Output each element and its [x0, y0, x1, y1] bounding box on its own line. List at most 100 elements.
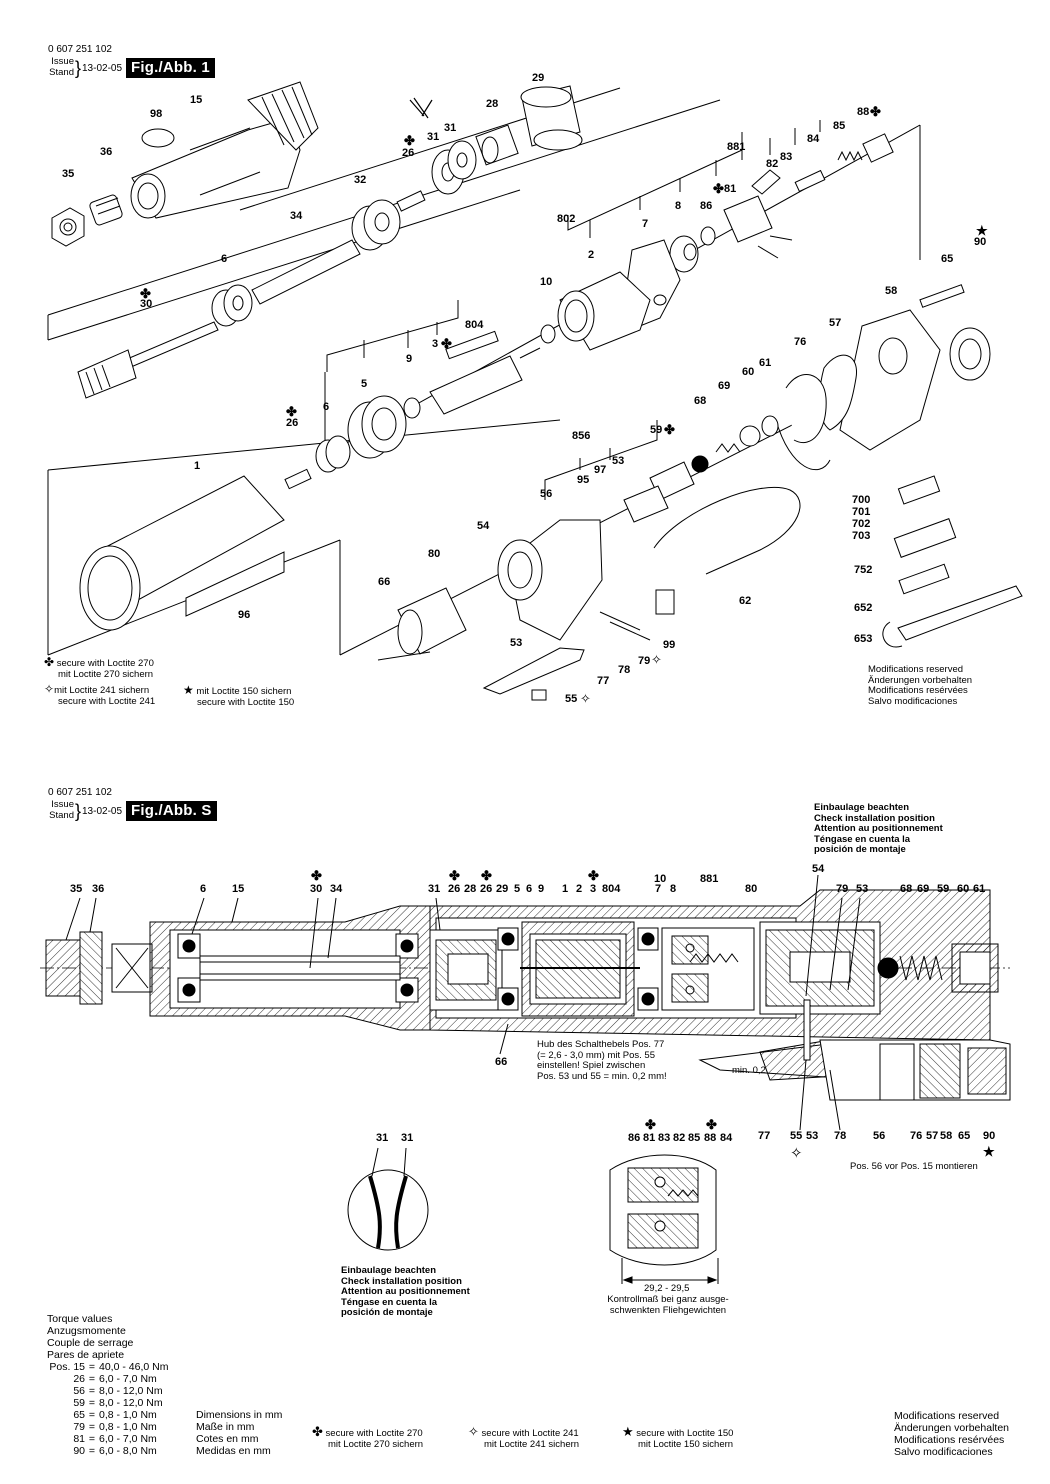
- clover-icon: ✤: [870, 104, 881, 119]
- issue-label-2: Stand: [49, 66, 74, 78]
- sec-callout: 15: [232, 883, 245, 895]
- torque-row: 26=6,0 - 7,0 Nm: [47, 1373, 197, 1385]
- torque-val: 6,0 - 7,0 Nm: [99, 1373, 157, 1385]
- detail-31-b: 31: [401, 1132, 414, 1144]
- dimensions-note: Dimensions in mm Maße in mm Cotes en mm …: [196, 1409, 282, 1457]
- callout-31a: 31: [427, 131, 440, 143]
- callout-6b: 6: [323, 401, 330, 413]
- sec-callout: 61: [973, 883, 986, 895]
- sec-callout: 80: [745, 883, 758, 895]
- sec-callout: 35: [70, 883, 83, 895]
- callout-9: 9: [406, 353, 413, 365]
- gov-note-line: Kontrollmaß bei ganz ausge-: [607, 1294, 729, 1305]
- clover-icon: ✤: [312, 1424, 323, 1439]
- callout-78: 78: [618, 664, 631, 676]
- mod-fr: Modifications resérvées: [894, 1434, 1005, 1446]
- callout-653: 653: [854, 633, 873, 645]
- callout-31b: 31: [444, 122, 457, 134]
- gov-callout-88: 88: [704, 1132, 717, 1144]
- legend-bottom-241: ✧ secure with Loctite 241 mit Loctite 24…: [468, 1425, 580, 1450]
- gov-callout-84: 84: [720, 1132, 733, 1144]
- exploded-view-drawing: [47, 81, 1023, 701]
- part-number-top: 0 607 251 102: [48, 44, 112, 55]
- callout-82: 82: [766, 158, 779, 170]
- callout-84: 84: [807, 133, 820, 145]
- sec-callout: 79: [836, 883, 849, 895]
- callout-29: 29: [532, 72, 545, 84]
- loctite-241-de: mit Loctite 241 sichern: [484, 1438, 580, 1450]
- adjust-line: Pos. 53 und 55 = min. 0,2 mm!: [537, 1070, 667, 1082]
- callout-58: 58: [885, 285, 898, 297]
- mod-de: Änderungen vorbehalten: [868, 674, 973, 686]
- issue-label-2: Stand: [49, 809, 74, 821]
- callout-5: 5: [361, 378, 368, 390]
- sec-callout: 68: [900, 883, 913, 895]
- figure-label-top: Fig./Abb. 1: [126, 58, 215, 78]
- callout-2: 2: [588, 249, 595, 261]
- mod-fr: Modifications resérvées: [868, 685, 968, 696]
- adjustment-note: Hub des Schalthebels Pos. 77 (= 2,6 - 3,…: [537, 1039, 667, 1082]
- torque-pos: 26: [73, 1373, 85, 1385]
- gov-callout-82: 82: [673, 1132, 686, 1144]
- sec-callout-bottom: 55: [790, 1130, 803, 1142]
- sec-callout-bottom: 76: [910, 1130, 923, 1142]
- sec-callout-bottom: 53: [806, 1130, 819, 1142]
- install-line: Check installation position: [814, 812, 935, 824]
- callout-26b: 26: [286, 417, 299, 429]
- clover-icon: ✤: [481, 868, 492, 883]
- sec-callout-bottom: 65: [958, 1130, 971, 1142]
- clover-icon: ✤: [286, 404, 297, 419]
- callout-85: 85: [833, 120, 846, 132]
- governor-dimension: 29,2 - 29,5: [644, 1283, 690, 1294]
- gov-callout-83: 83: [658, 1132, 671, 1144]
- callout-32: 32: [354, 174, 367, 186]
- adjust-line: einstellen! Spiel zwischen: [537, 1060, 646, 1071]
- torque-val: 8,0 - 12,0 Nm: [99, 1385, 163, 1397]
- callout-752: 752: [854, 564, 873, 576]
- loctite-150-en: secure with Loctite 150: [636, 1428, 734, 1439]
- install-line: Einbaulage beachten: [341, 1265, 437, 1276]
- torque-val: 40,0 - 46,0 Nm: [99, 1361, 169, 1373]
- install-line: posición de montaje: [341, 1307, 433, 1318]
- callout-99: 99: [663, 639, 676, 651]
- callout-881: 881: [727, 141, 746, 153]
- adjust-line: (= 2,6 - 3,0 mm) mit Pos. 55: [537, 1049, 655, 1061]
- modifications-top: Modifications reserved Änderungen vorbeh…: [868, 664, 973, 707]
- callout-15: 15: [190, 94, 203, 106]
- sec-callout: 28: [464, 883, 477, 895]
- legend-bottom-150: ★ secure with Loctite 150 mit Loctite 15…: [622, 1425, 734, 1450]
- clover-icon: ✤: [140, 286, 151, 301]
- callout-6a: 6: [221, 253, 228, 265]
- callout-36: 36: [100, 146, 113, 158]
- issue-label-top: Issue Stand: [48, 56, 74, 78]
- callout-76: 76: [794, 336, 807, 348]
- torque-row: 65=0,8 - 1,0 Nm: [47, 1409, 197, 1421]
- callout-79: 79: [638, 655, 651, 667]
- loctite-241-de: mit Loctite 241 sichern: [54, 685, 150, 696]
- gov-note-line: schwenkten Fliehgewichten: [609, 1304, 727, 1316]
- torque-pos: 79: [73, 1421, 85, 1433]
- clover-icon: ✤: [311, 868, 322, 883]
- sec-callout: 54: [812, 863, 825, 875]
- torque-row: 90=6,0 - 8,0 Nm: [47, 1445, 197, 1457]
- adjust-line: Hub des Schalthebels Pos. 77: [537, 1039, 665, 1050]
- torque-row: 56=8,0 - 12,0 Nm: [47, 1385, 197, 1397]
- callout-97: 97: [594, 464, 607, 476]
- torque-row: 59=8,0 - 12,0 Nm: [47, 1397, 197, 1409]
- callout-54: 54: [477, 520, 490, 532]
- callout-10: 10: [540, 276, 553, 288]
- install-note-bottom: Einbaulage beachten Check installation p…: [341, 1265, 470, 1319]
- install-note-top: Einbaulage beachten Check installation p…: [814, 802, 943, 856]
- install-line: Einbaulage beachten: [814, 802, 910, 813]
- sec-callout: 7: [655, 883, 662, 895]
- callout-90: 90: [974, 236, 987, 248]
- mod-en: Modifications reserved: [868, 664, 964, 675]
- clover-icon: ✤: [713, 181, 724, 196]
- part-number-bottom: 0 607 251 102: [48, 787, 112, 798]
- torque-pos: 65: [73, 1409, 85, 1421]
- detail-31-a: 31: [376, 1132, 389, 1144]
- mod-en: Modifications reserved: [894, 1410, 1000, 1422]
- sec-callout: 30: [310, 883, 323, 895]
- callout-98: 98: [150, 108, 163, 120]
